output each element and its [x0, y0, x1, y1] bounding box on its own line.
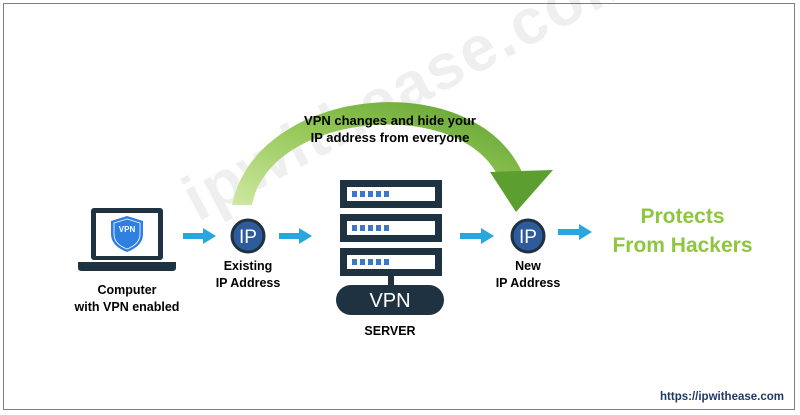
protects-from-hackers: Protects From Hackers: [595, 202, 770, 260]
ip-circle-icon: [510, 218, 546, 254]
computer-label: Computer with VPN enabled: [62, 282, 192, 316]
curved-arrow-icon: [232, 102, 553, 212]
server-label: SERVER: [364, 324, 416, 338]
vpn-shield-icon: [111, 216, 143, 252]
computer-label-line1: Computer: [97, 283, 157, 297]
vpn-shield-label: VPN: [119, 225, 136, 234]
outcome-line1: Protects: [640, 205, 725, 228]
existing-ip-label: Existing IP Address: [198, 258, 298, 292]
new-ip-label: New IP Address: [478, 258, 578, 292]
curve-caption: VPN changes and hide your IP address fro…: [290, 112, 490, 146]
curve-caption-line1: VPN changes and hide your: [304, 113, 476, 128]
existing-ip-badge: IP: [239, 227, 257, 248]
right-arrow-icon: [279, 228, 312, 244]
right-arrow-icon: [558, 224, 592, 240]
computer-label-line2: with VPN enabled: [74, 300, 180, 314]
right-arrow-icon: [460, 228, 494, 244]
existing-ip-label-line2: IP Address: [215, 276, 281, 290]
new-ip-badge: IP: [519, 227, 537, 248]
right-arrow-icon: [183, 228, 216, 244]
curve-caption-line2: IP address from everyone: [310, 130, 470, 145]
new-ip-label-line2: IP Address: [495, 276, 561, 290]
new-ip-label-line1: New: [515, 259, 541, 273]
footer-url[interactable]: https://ipwithease.com: [660, 391, 784, 403]
ip-circle-icon: [230, 218, 266, 254]
server-icon: [336, 180, 444, 315]
outcome-line2: From Hackers: [612, 234, 753, 257]
server-vpn-badge: VPN: [369, 290, 410, 312]
existing-ip-label-line1: Existing: [223, 259, 273, 273]
